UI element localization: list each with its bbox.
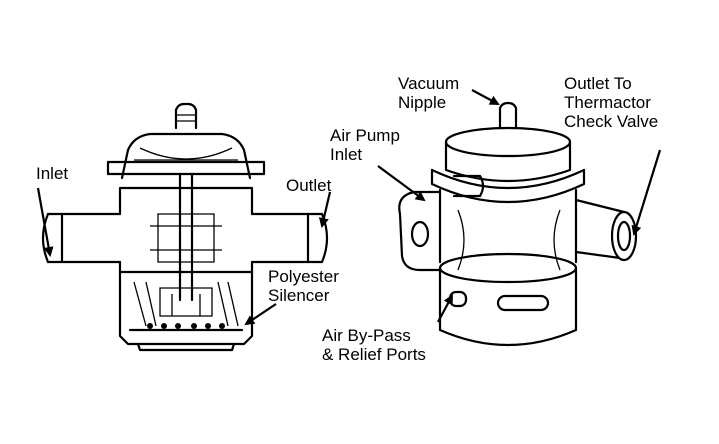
- label-vacuum-nipple: Vacuum Nipple: [398, 74, 460, 112]
- leader-arrows: [36, 89, 662, 326]
- label-polyester-silencer: Polyester Silencer: [268, 267, 339, 305]
- outlet-arrow: [318, 191, 332, 228]
- exterior-view: [398, 101, 638, 347]
- label-outlet: Outlet: [286, 176, 332, 195]
- label-air-pump-inlet: Air Pump Inlet: [330, 126, 400, 164]
- bypass-ports-arrow: [437, 294, 453, 323]
- inlet-arrow: [36, 187, 54, 257]
- air-pump-inlet-arrow: [377, 165, 426, 202]
- silencer-arrow: [244, 303, 277, 326]
- label-inlet: Inlet: [36, 164, 69, 183]
- vacuum-nipple-arrow: [471, 89, 500, 105]
- label-outlet-to-thermactor: Outlet To Thermactor Check Valve: [564, 74, 659, 131]
- label-air-bypass-relief-ports: Air By-Pass & Relief Ports: [322, 326, 426, 364]
- cross-section-view: [41, 102, 329, 352]
- outlet-thermactor-arrow: [631, 149, 662, 236]
